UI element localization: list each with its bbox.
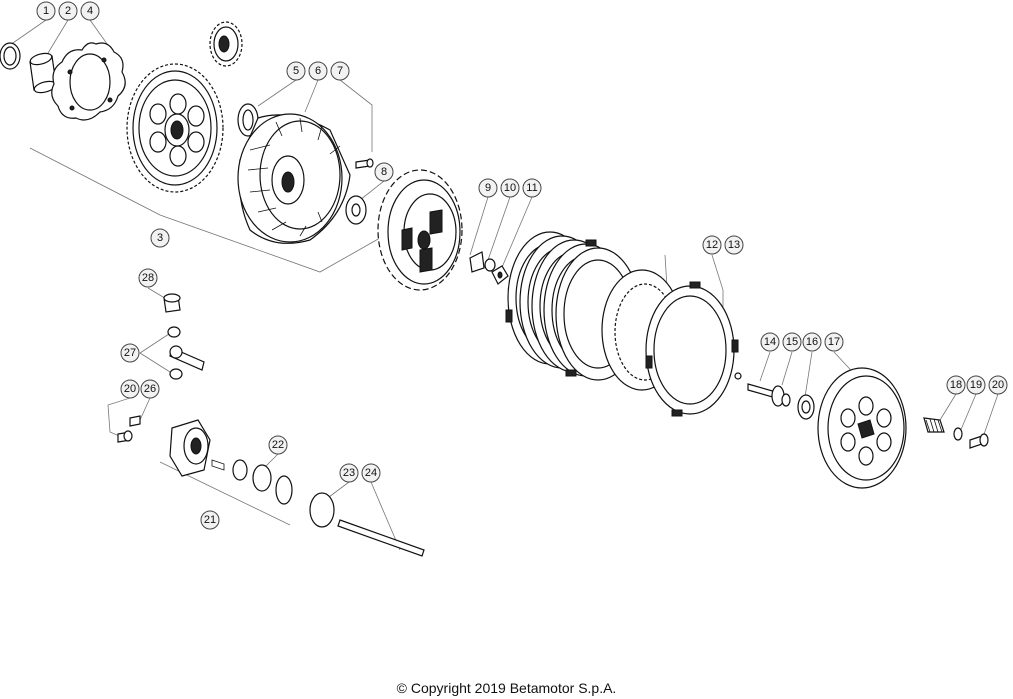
callout-14: 14 xyxy=(760,332,780,352)
svg-text:28: 28 xyxy=(142,272,154,284)
svg-text:5: 5 xyxy=(293,65,299,77)
part-washer-16 xyxy=(797,394,815,420)
callout-27: 27 xyxy=(120,343,140,363)
callout-7: 7 xyxy=(330,61,350,81)
svg-text:23: 23 xyxy=(343,467,355,479)
callout-4: 4 xyxy=(80,1,100,21)
callout-28: 28 xyxy=(138,268,158,288)
part-washer-10 xyxy=(484,258,496,272)
svg-text:6: 6 xyxy=(315,65,321,77)
callout-13: 13 xyxy=(724,235,744,255)
part-bleeder-26 xyxy=(129,415,141,427)
part-washer-8 xyxy=(345,195,367,225)
callout-2: 2 xyxy=(58,1,78,21)
callout-1: 1 xyxy=(36,1,56,21)
callout-26: 26 xyxy=(140,379,160,399)
svg-text:17: 17 xyxy=(828,336,840,348)
svg-text:4: 4 xyxy=(87,5,93,17)
callout-17: 17 xyxy=(824,332,844,352)
part-friction-disc-13 xyxy=(645,281,739,417)
part-clutch-basket-6 xyxy=(237,113,351,244)
part-plug-28 xyxy=(163,293,181,313)
part-lock-washer-9 xyxy=(469,251,485,273)
part-slave-cylinder-21 xyxy=(169,419,293,505)
part-ring-1 xyxy=(0,42,21,70)
part-bush-2 xyxy=(29,52,57,94)
part-bolt-20-left xyxy=(117,430,133,443)
part-push-rod-24 xyxy=(337,519,425,557)
svg-text:16: 16 xyxy=(806,336,818,348)
part-o-ring-23 xyxy=(309,492,335,528)
part-spring-18 xyxy=(923,417,945,433)
callout-6: 6 xyxy=(308,61,328,81)
svg-text:20: 20 xyxy=(124,383,136,395)
callout-12: 12 xyxy=(702,235,722,255)
callout-9: 9 xyxy=(478,178,498,198)
callout-21: 21 xyxy=(200,510,220,530)
svg-text:24: 24 xyxy=(365,467,377,479)
svg-text:13: 13 xyxy=(728,239,740,251)
svg-text:14: 14 xyxy=(764,336,776,348)
part-screw-7 xyxy=(355,158,374,169)
svg-text:11: 11 xyxy=(526,182,537,194)
svg-text:18: 18 xyxy=(950,379,962,391)
svg-text:27: 27 xyxy=(124,347,136,359)
part-pushrod-14 xyxy=(747,383,785,407)
callout-16: 16 xyxy=(802,332,822,352)
copyright-notice: © Copyright 2019 Betamotor S.p.A. xyxy=(396,680,617,696)
svg-text:19: 19 xyxy=(970,379,982,391)
part-small-gear xyxy=(209,21,243,67)
svg-text:7: 7 xyxy=(337,65,343,77)
svg-text:10: 10 xyxy=(504,182,516,194)
part-clutch-hub xyxy=(377,169,463,291)
callout-24: 24 xyxy=(361,463,381,483)
part-bolt-20 xyxy=(969,433,989,449)
callout-15: 15 xyxy=(782,332,802,352)
svg-text:2: 2 xyxy=(65,5,71,17)
callout-11: 11 xyxy=(522,178,542,198)
callout-19: 19 xyxy=(966,375,986,395)
svg-text:3: 3 xyxy=(157,232,163,244)
part-bearing-15 xyxy=(781,393,791,407)
part-needle-bearing-5 xyxy=(237,103,259,137)
part-pressure-plate-17 xyxy=(817,367,907,489)
part-plate-4 xyxy=(51,42,126,121)
callout-22: 22 xyxy=(268,435,288,455)
callout-5: 5 xyxy=(286,61,306,81)
part-washer-19 xyxy=(953,427,963,441)
svg-text:1: 1 xyxy=(43,5,49,17)
svg-text:9: 9 xyxy=(485,182,491,194)
svg-text:12: 12 xyxy=(706,239,718,251)
callout-20-left: 20 xyxy=(120,379,140,399)
callout-10: 10 xyxy=(500,178,520,198)
part-primary-gear-3 xyxy=(126,63,224,193)
svg-text:21: 21 xyxy=(204,514,216,526)
callout-20-right: 20 xyxy=(988,375,1008,395)
callout-23: 23 xyxy=(339,463,359,483)
part-nut-11 xyxy=(491,265,509,285)
callout-8: 8 xyxy=(374,162,394,182)
svg-text:20: 20 xyxy=(992,379,1004,391)
svg-text:8: 8 xyxy=(381,166,387,178)
part-banjo-fitting-27 xyxy=(167,326,205,380)
callout-3: 3 xyxy=(150,228,170,248)
svg-text:15: 15 xyxy=(786,336,798,348)
svg-text:26: 26 xyxy=(144,383,156,395)
part-ball xyxy=(734,372,742,380)
callout-18: 18 xyxy=(946,375,966,395)
svg-text:22: 22 xyxy=(272,439,284,451)
